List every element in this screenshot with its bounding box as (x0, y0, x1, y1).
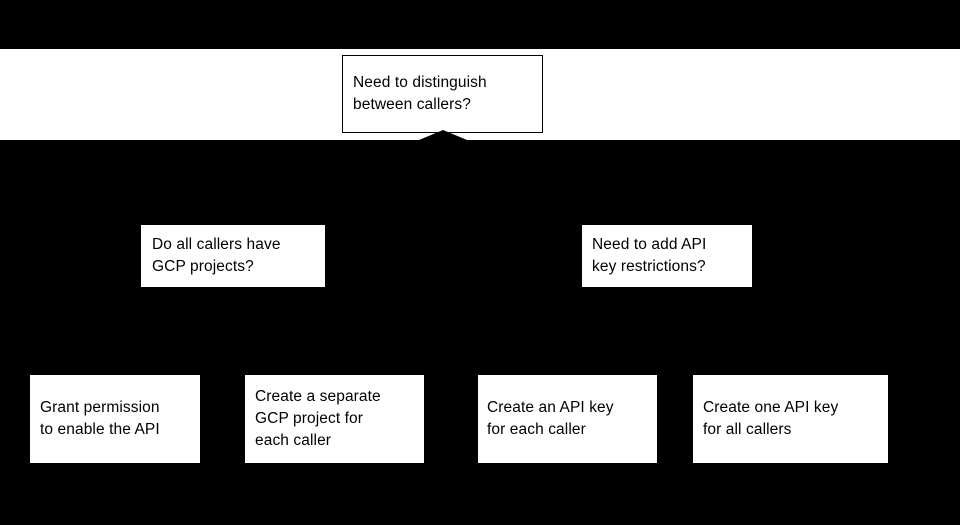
node-api-key-all-callers-action[interactable]: Create one API key for all callers (693, 375, 888, 463)
node-gcp-projects-question[interactable]: Do all callers have GCP projects? (141, 225, 325, 287)
node-root-question[interactable]: Need to distinguish between callers? (342, 55, 543, 133)
node-api-key-restrictions-question[interactable]: Need to add API key restrictions? (582, 225, 752, 287)
node-api-key-each-caller-action-label: Create an API key for each caller (487, 399, 614, 438)
node-grant-permission-action-label: Grant permission to enable the API (40, 399, 160, 438)
node-gcp-projects-question-label: Do all callers have GCP projects? (152, 236, 281, 275)
node-separate-project-action[interactable]: Create a separate GCP project for each c… (245, 375, 424, 463)
node-api-key-restrictions-question-label: Need to add API key restrictions? (592, 236, 707, 275)
node-grant-permission-action[interactable]: Grant permission to enable the API (30, 375, 200, 463)
chevron-up-icon (419, 130, 467, 141)
node-api-key-all-callers-action-label: Create one API key for all callers (703, 399, 839, 438)
node-separate-project-action-label: Create a separate GCP project for each c… (255, 388, 381, 449)
node-root-question-label: Need to distinguish between callers? (353, 74, 487, 113)
node-api-key-each-caller-action[interactable]: Create an API key for each caller (478, 375, 657, 463)
